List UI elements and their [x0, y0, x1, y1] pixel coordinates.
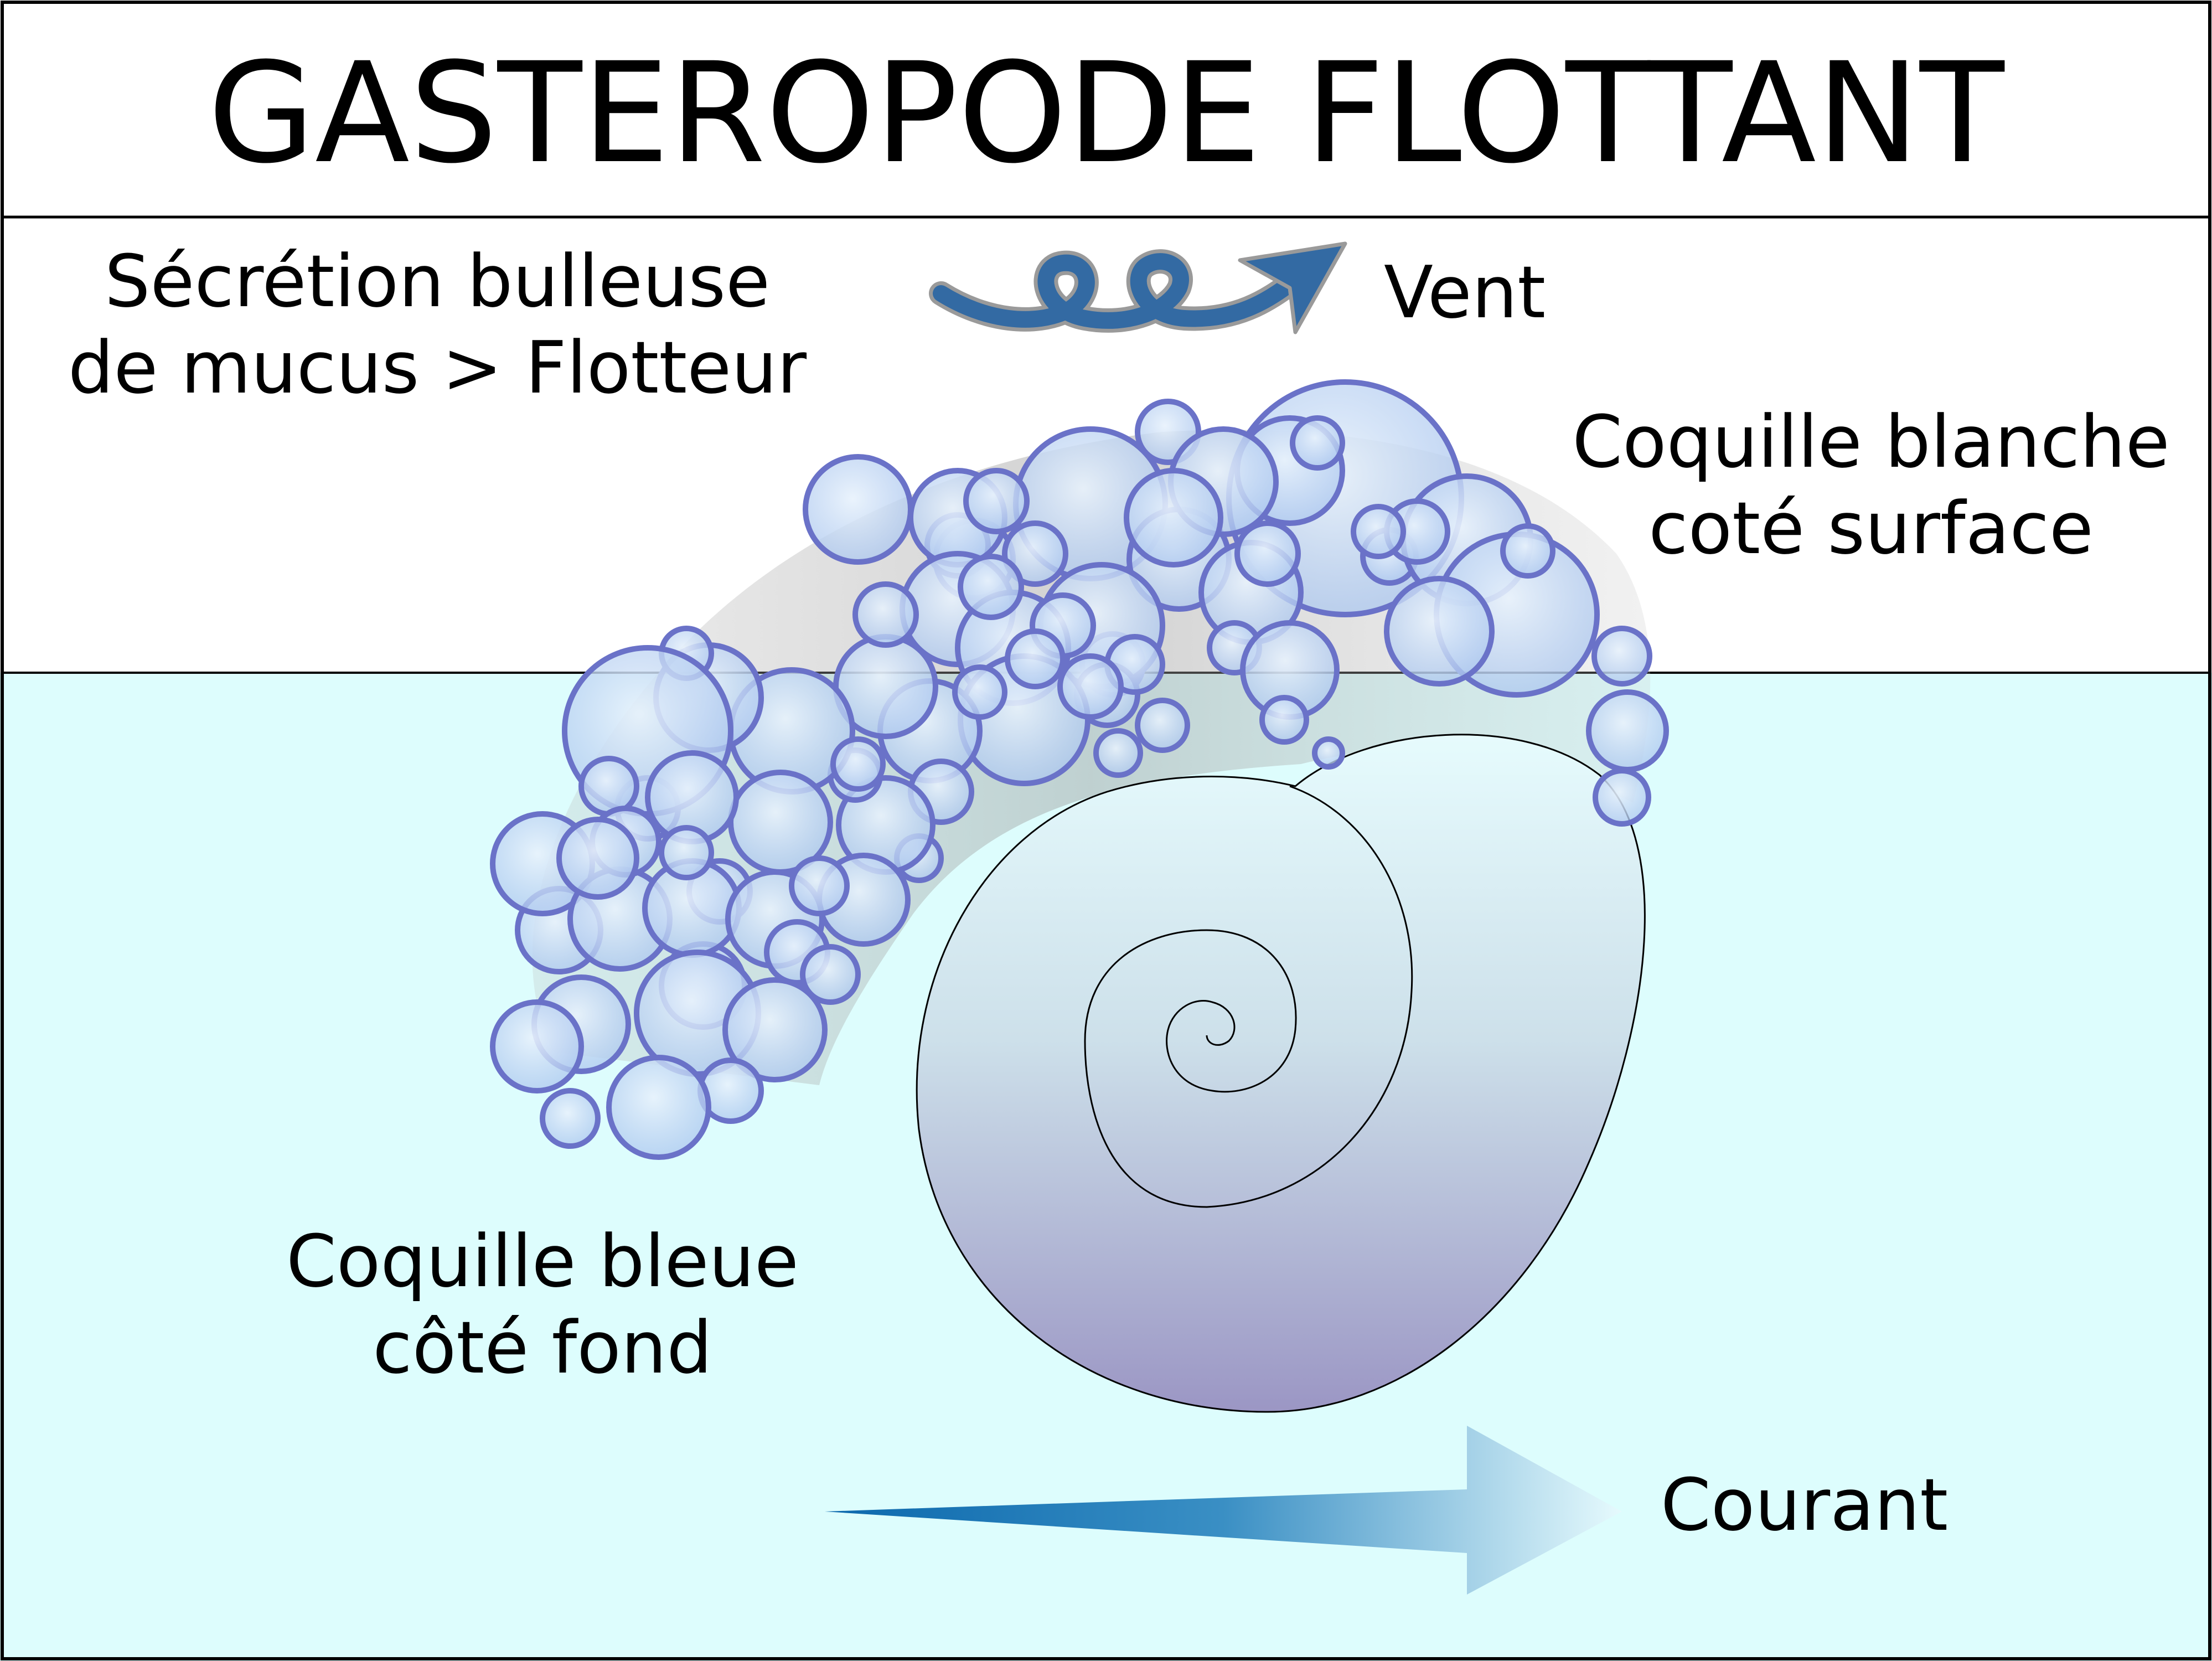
mucus-bubble	[1500, 523, 1555, 579]
mucus-bubble	[722, 977, 828, 1082]
bubble-float	[490, 379, 1669, 1160]
mucus-bubble	[1135, 698, 1190, 753]
white-shell-label: Coquille blanche coté surface	[1539, 399, 2203, 571]
white-shell-label-line2: coté surface	[1648, 486, 2094, 570]
mucus-bubble	[803, 454, 913, 565]
mucus-bubble	[1124, 468, 1223, 568]
mucus-bubble	[830, 736, 886, 792]
mucus-bubble	[958, 554, 1024, 620]
mucus-bubble	[789, 855, 850, 916]
mucus-bubble	[1093, 728, 1143, 778]
mucus-bubble	[659, 825, 714, 880]
white-shell-label-line1: Coquille blanche	[1572, 400, 2170, 484]
secretion-label: Sécrétion bulleuse de mucus > Flotteur	[22, 238, 852, 411]
mucus-bubble	[578, 756, 639, 817]
mucus-bubble	[1290, 415, 1345, 471]
diagram-title: GASTEROPODE FLOTTANT	[208, 33, 2004, 194]
blue-shell-label-line2: côté fond	[373, 1306, 712, 1390]
mucus-bubble	[1312, 736, 1345, 770]
mucus-bubble	[1351, 504, 1406, 559]
blue-shell-label-line1: Coquille bleue	[286, 1219, 799, 1303]
mucus-bubble	[1591, 626, 1652, 687]
mucus-bubble	[606, 1055, 711, 1160]
mucus-bubble	[1586, 689, 1669, 772]
mucus-bubble	[1234, 520, 1301, 587]
mucus-bubble	[963, 468, 1030, 534]
mucus-bubble	[540, 1088, 601, 1149]
mucus-bubble	[490, 999, 584, 1093]
blue-shell-label: Coquille bleue côté fond	[255, 1218, 830, 1391]
secretion-label-line1: Sécrétion bulleuse	[104, 239, 771, 323]
mucus-bubble	[1002, 520, 1068, 587]
current-arrow-icon	[825, 1426, 1622, 1595]
mucus-bubble	[1005, 628, 1066, 689]
wind-label: Vent	[1384, 250, 1546, 334]
mucus-bubble	[556, 817, 639, 900]
mucus-bubble	[1057, 653, 1124, 720]
mucus-bubble	[1593, 768, 1651, 827]
mucus-bubble	[952, 664, 1007, 720]
mucus-bubble	[852, 581, 919, 648]
mucus-bubble	[800, 944, 861, 1005]
shell-spiral	[1084, 785, 1413, 1208]
mucus-bubble	[1384, 576, 1495, 687]
wind-spiral-arrow-icon	[929, 241, 1347, 334]
current-label: Courant	[1661, 1463, 1949, 1547]
secretion-label-line2: de mucus > Flotteur	[68, 326, 807, 410]
mucus-bubble	[1259, 695, 1309, 745]
